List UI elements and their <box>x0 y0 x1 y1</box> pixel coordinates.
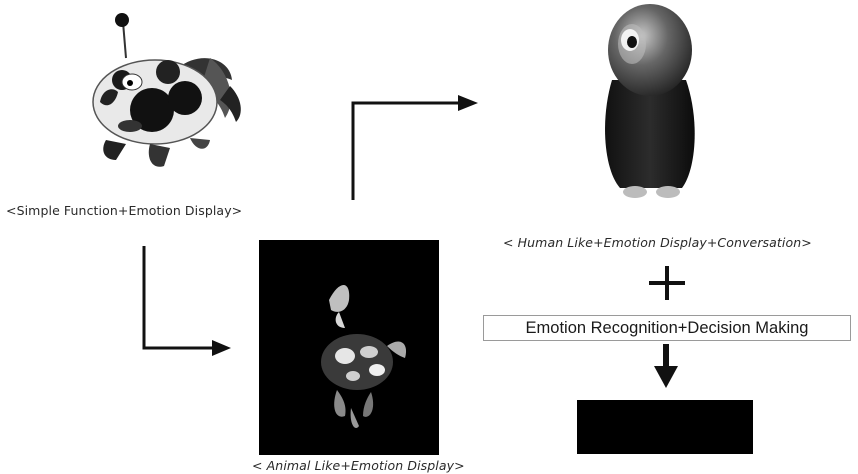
result-block <box>577 400 753 454</box>
human-like-robot-image <box>590 0 710 200</box>
human-robot-caption: < Human Like+Emotion Display+Conversatio… <box>503 235 812 250</box>
animal-like-robot-image <box>259 240 439 455</box>
upgrade-arrow-to-human <box>340 90 480 202</box>
animal-robot-figure <box>259 240 439 455</box>
simple-robot-image <box>60 10 260 200</box>
upgrade-arrow-to-animal <box>136 244 232 356</box>
down-arrow-icon <box>654 344 678 388</box>
animal-robot-caption: < Animal Like+Emotion Display> <box>252 458 465 473</box>
emotion-decision-box: Emotion Recognition+Decision Making <box>483 315 851 341</box>
plus-icon <box>649 266 685 300</box>
simple-robot-caption: <Simple Function+Emotion Display> <box>6 203 242 218</box>
